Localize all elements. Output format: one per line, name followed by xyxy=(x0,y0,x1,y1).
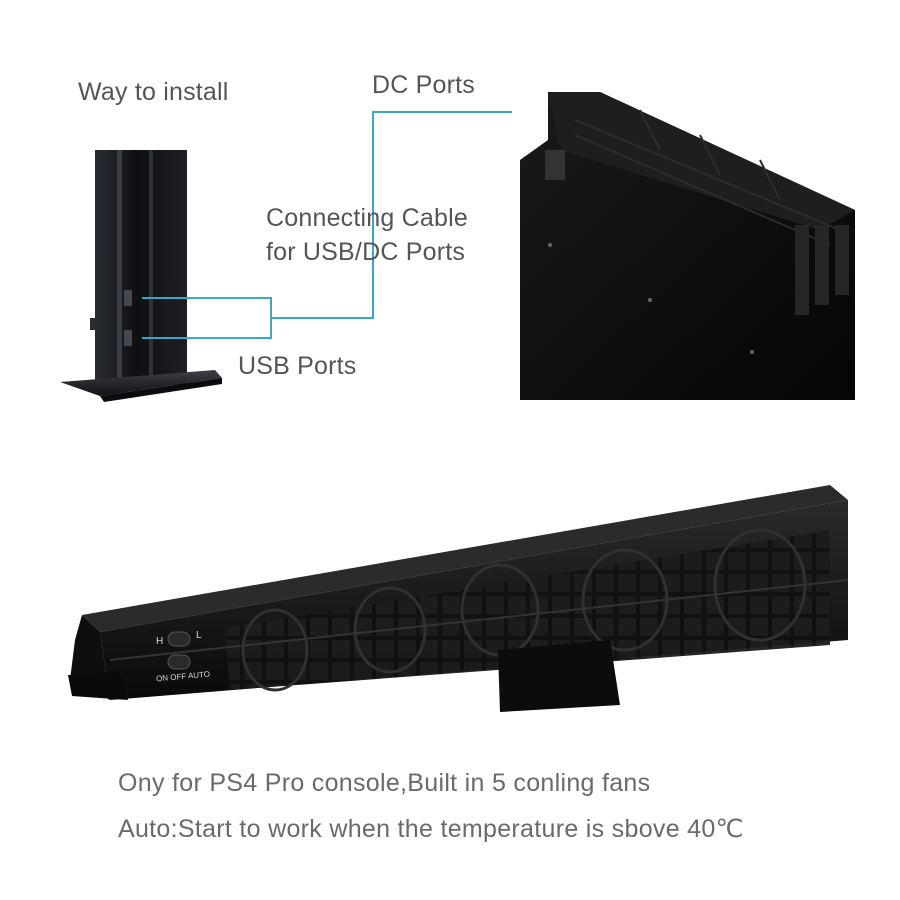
switch-low-label: L xyxy=(196,630,202,641)
cooling-fan-bar-image xyxy=(68,485,849,712)
callout-lines xyxy=(142,111,512,339)
switch-high-label: H xyxy=(156,636,164,647)
usb-ports-label: USB Ports xyxy=(238,352,357,380)
console-closeup-image xyxy=(520,92,855,400)
way-to-install-label: Way to install xyxy=(78,78,229,106)
product-caption-line2: Auto:Start to work when the temperature … xyxy=(118,815,744,843)
connecting-cable-label-line2: for USB/DC Ports xyxy=(266,238,466,266)
console-vertical-image xyxy=(60,150,222,402)
product-caption-line1: Ony for PS4 Pro console,Built in 5 conli… xyxy=(118,769,651,797)
connecting-cable-label-line1: Connecting Cable xyxy=(266,204,468,232)
dc-ports-label: DC Ports xyxy=(372,71,476,99)
